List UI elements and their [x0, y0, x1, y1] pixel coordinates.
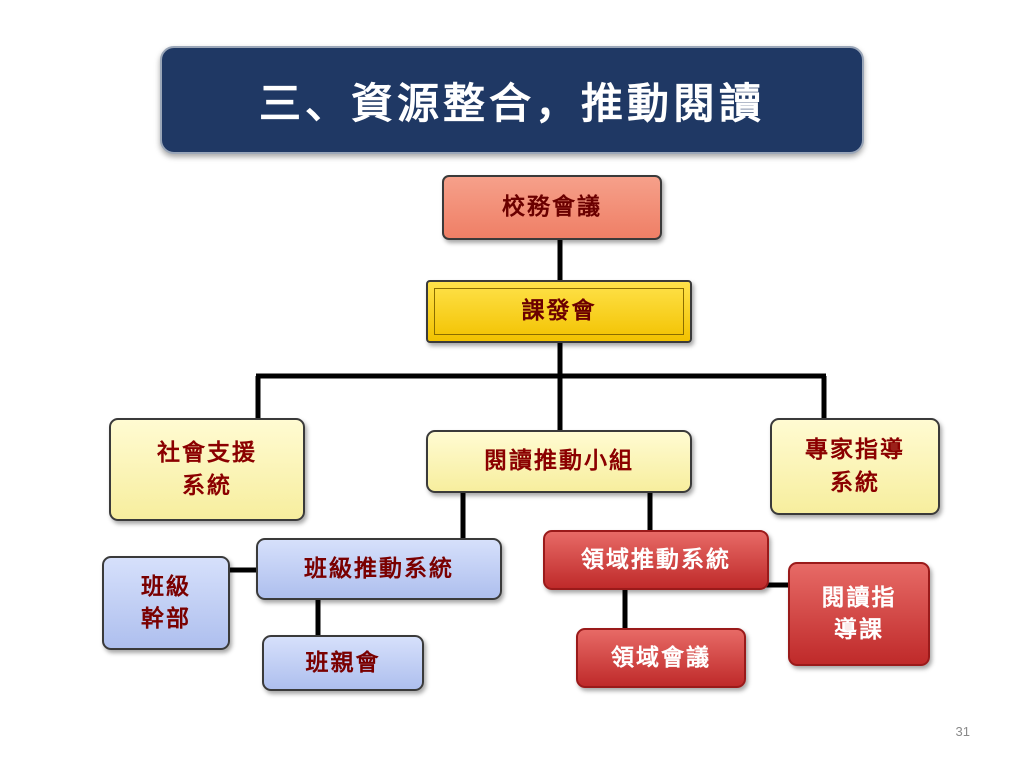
reading-team-label: 閱讀推動小組: [484, 447, 634, 475]
school-meeting-label: 校務會議: [502, 193, 602, 221]
slide-title: 三、資源整合，推動閱讀: [258, 78, 765, 128]
committee-inner-border: [434, 288, 684, 335]
domain-system-box: 領域推動系統: [543, 530, 769, 590]
class-cadre-label: 班級 幹部: [141, 572, 191, 632]
domain-system-label: 領域推動系統: [581, 545, 731, 573]
domain-meeting-label: 領域會議: [611, 643, 711, 671]
reading-course-box: 閱讀指 導課: [788, 562, 930, 666]
curriculum-committee-label: 課發會: [521, 297, 597, 325]
class-system-box: 班級推動系統: [256, 538, 502, 600]
expert-guidance-box: 專家指導 系統: [770, 418, 940, 515]
domain-meeting-box: 領域會議: [576, 628, 746, 688]
parents-meeting-label: 班親會: [305, 648, 381, 676]
school-meeting-box: 校務會議: [442, 175, 662, 240]
reading-team-box: 閱讀推動小組: [426, 430, 692, 493]
page-number: 31: [955, 724, 970, 739]
class-cadre-box: 班級 幹部: [102, 556, 230, 650]
expert-guidance-label: 專家指導 系統: [805, 436, 905, 496]
parents-meeting-box: 班親會: [262, 635, 424, 691]
curriculum-committee-box: 課發會: [426, 280, 692, 343]
social-support-label: 社會支援 系統: [157, 439, 257, 499]
social-support-box: 社會支援 系統: [109, 418, 305, 521]
class-system-label: 班級推動系統: [304, 554, 454, 582]
title-banner: 三、資源整合，推動閱讀: [160, 46, 864, 154]
reading-course-label: 閱讀指 導課: [821, 583, 897, 643]
